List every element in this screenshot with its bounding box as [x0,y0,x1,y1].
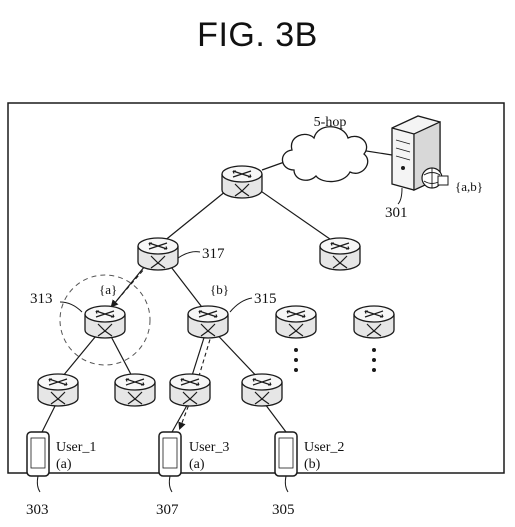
router-leaf1-icon [37,373,79,407]
internet-cloud [281,126,369,183]
router-313-icon [84,305,126,339]
router-313-leader [59,301,83,313]
user-device-2 [274,431,298,477]
user-2-name: User_2 [304,440,344,455]
figure-title: FIG. 3B [197,16,318,54]
router-313-cache: {a} [99,282,117,297]
router-extra1-icon [275,305,317,339]
user-device-1 [26,431,50,477]
figure-frame [7,102,505,474]
router-315-leader [229,297,253,313]
server-content-set: {a,b} [455,179,483,194]
router-right-icon [319,237,361,271]
user-2-ref: 305 [272,502,295,518]
content-server [391,115,441,191]
router-313-ref: 313 [30,291,53,307]
router-leaf2-icon [114,373,156,407]
device-leaders [36,475,289,493]
user-1-name: User_1 [56,440,96,455]
content-items-icon [421,167,449,189]
user-3-ref: 307 [156,502,179,518]
router-315-cache: {b} [210,282,229,297]
router-315-ref: 315 [254,291,277,307]
cache-region-313 [59,274,151,366]
router-317-ref: 317 [202,246,225,262]
router-315-icon [187,305,229,339]
router-317-icon [137,237,179,271]
user-device-3 [158,431,182,477]
router-extra2-icon [353,305,395,339]
user-2-request: (b) [304,457,321,472]
router-317-leader [177,251,201,259]
server-ref: 301 [385,205,408,221]
cloud-hop-label: 5-hop [314,115,347,130]
router-leaf3-icon [169,373,211,407]
continuation-dots [294,348,376,372]
router-top-icon [221,165,263,199]
router-leaf4-icon [241,373,283,407]
user-1-ref: 303 [26,502,49,518]
path-315-to-user3 [178,325,215,431]
user-1-request: (a) [56,457,72,472]
user-3-name: User_3 [189,440,229,455]
server-leader [397,187,403,205]
user-3-request: (a) [189,457,205,472]
